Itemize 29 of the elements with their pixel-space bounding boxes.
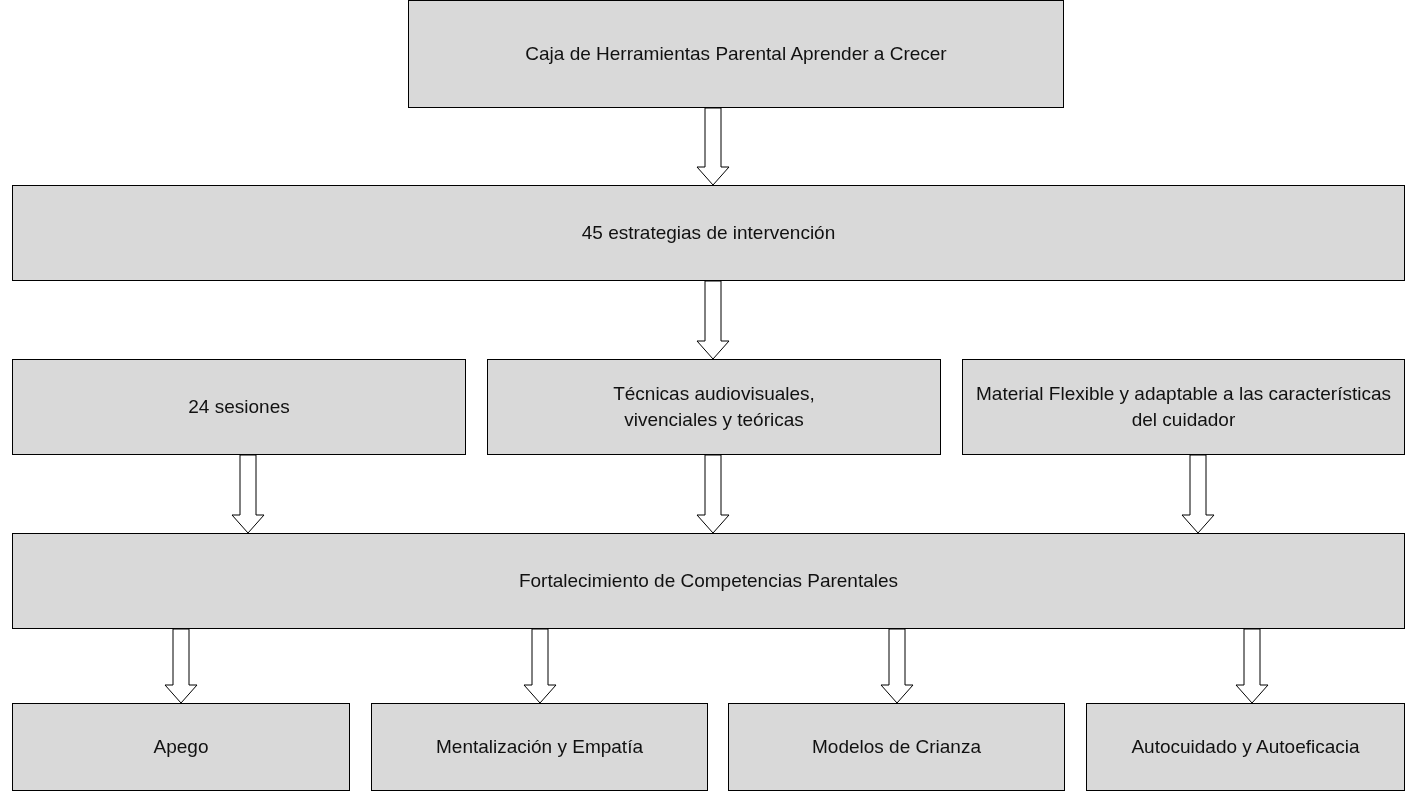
block-arrow bbox=[696, 280, 730, 360]
process-box bbox=[12, 185, 1405, 281]
block-arrow bbox=[696, 107, 730, 186]
box-label: 45 estrategias de intervención bbox=[581, 221, 836, 246]
box-label: Técnicas audiovisuales, vivenciales y teóricas bbox=[612, 382, 816, 432]
process-box bbox=[487, 359, 941, 455]
process-box bbox=[408, 0, 1064, 108]
block-arrow bbox=[1235, 628, 1269, 704]
block-arrow bbox=[880, 628, 914, 704]
box-label: Fortalecimiento de Competencias Parentales bbox=[518, 569, 899, 594]
process-box bbox=[1086, 703, 1405, 791]
box-label: Material Flexible y adaptable a las características del cuidador bbox=[975, 382, 1392, 432]
process-box bbox=[12, 533, 1405, 629]
block-arrow bbox=[231, 454, 265, 534]
process-box bbox=[12, 703, 350, 791]
box-label: Apego bbox=[153, 735, 209, 760]
process-box bbox=[12, 359, 466, 455]
block-arrow bbox=[164, 628, 198, 704]
box-label: Mentalización y Empatía bbox=[436, 735, 643, 760]
process-box bbox=[962, 359, 1405, 455]
process-box bbox=[728, 703, 1065, 791]
block-arrow bbox=[523, 628, 557, 704]
box-label: Autocuidado y Autoeficacia bbox=[1131, 735, 1360, 760]
block-arrow bbox=[1181, 454, 1215, 534]
box-label: Modelos de Crianza bbox=[812, 735, 981, 760]
process-box bbox=[371, 703, 708, 791]
box-label: 24 sesiones bbox=[188, 395, 290, 420]
block-arrow bbox=[696, 454, 730, 534]
box-label: Caja de Herramientas Parental Aprender a Crecer bbox=[525, 42, 947, 67]
